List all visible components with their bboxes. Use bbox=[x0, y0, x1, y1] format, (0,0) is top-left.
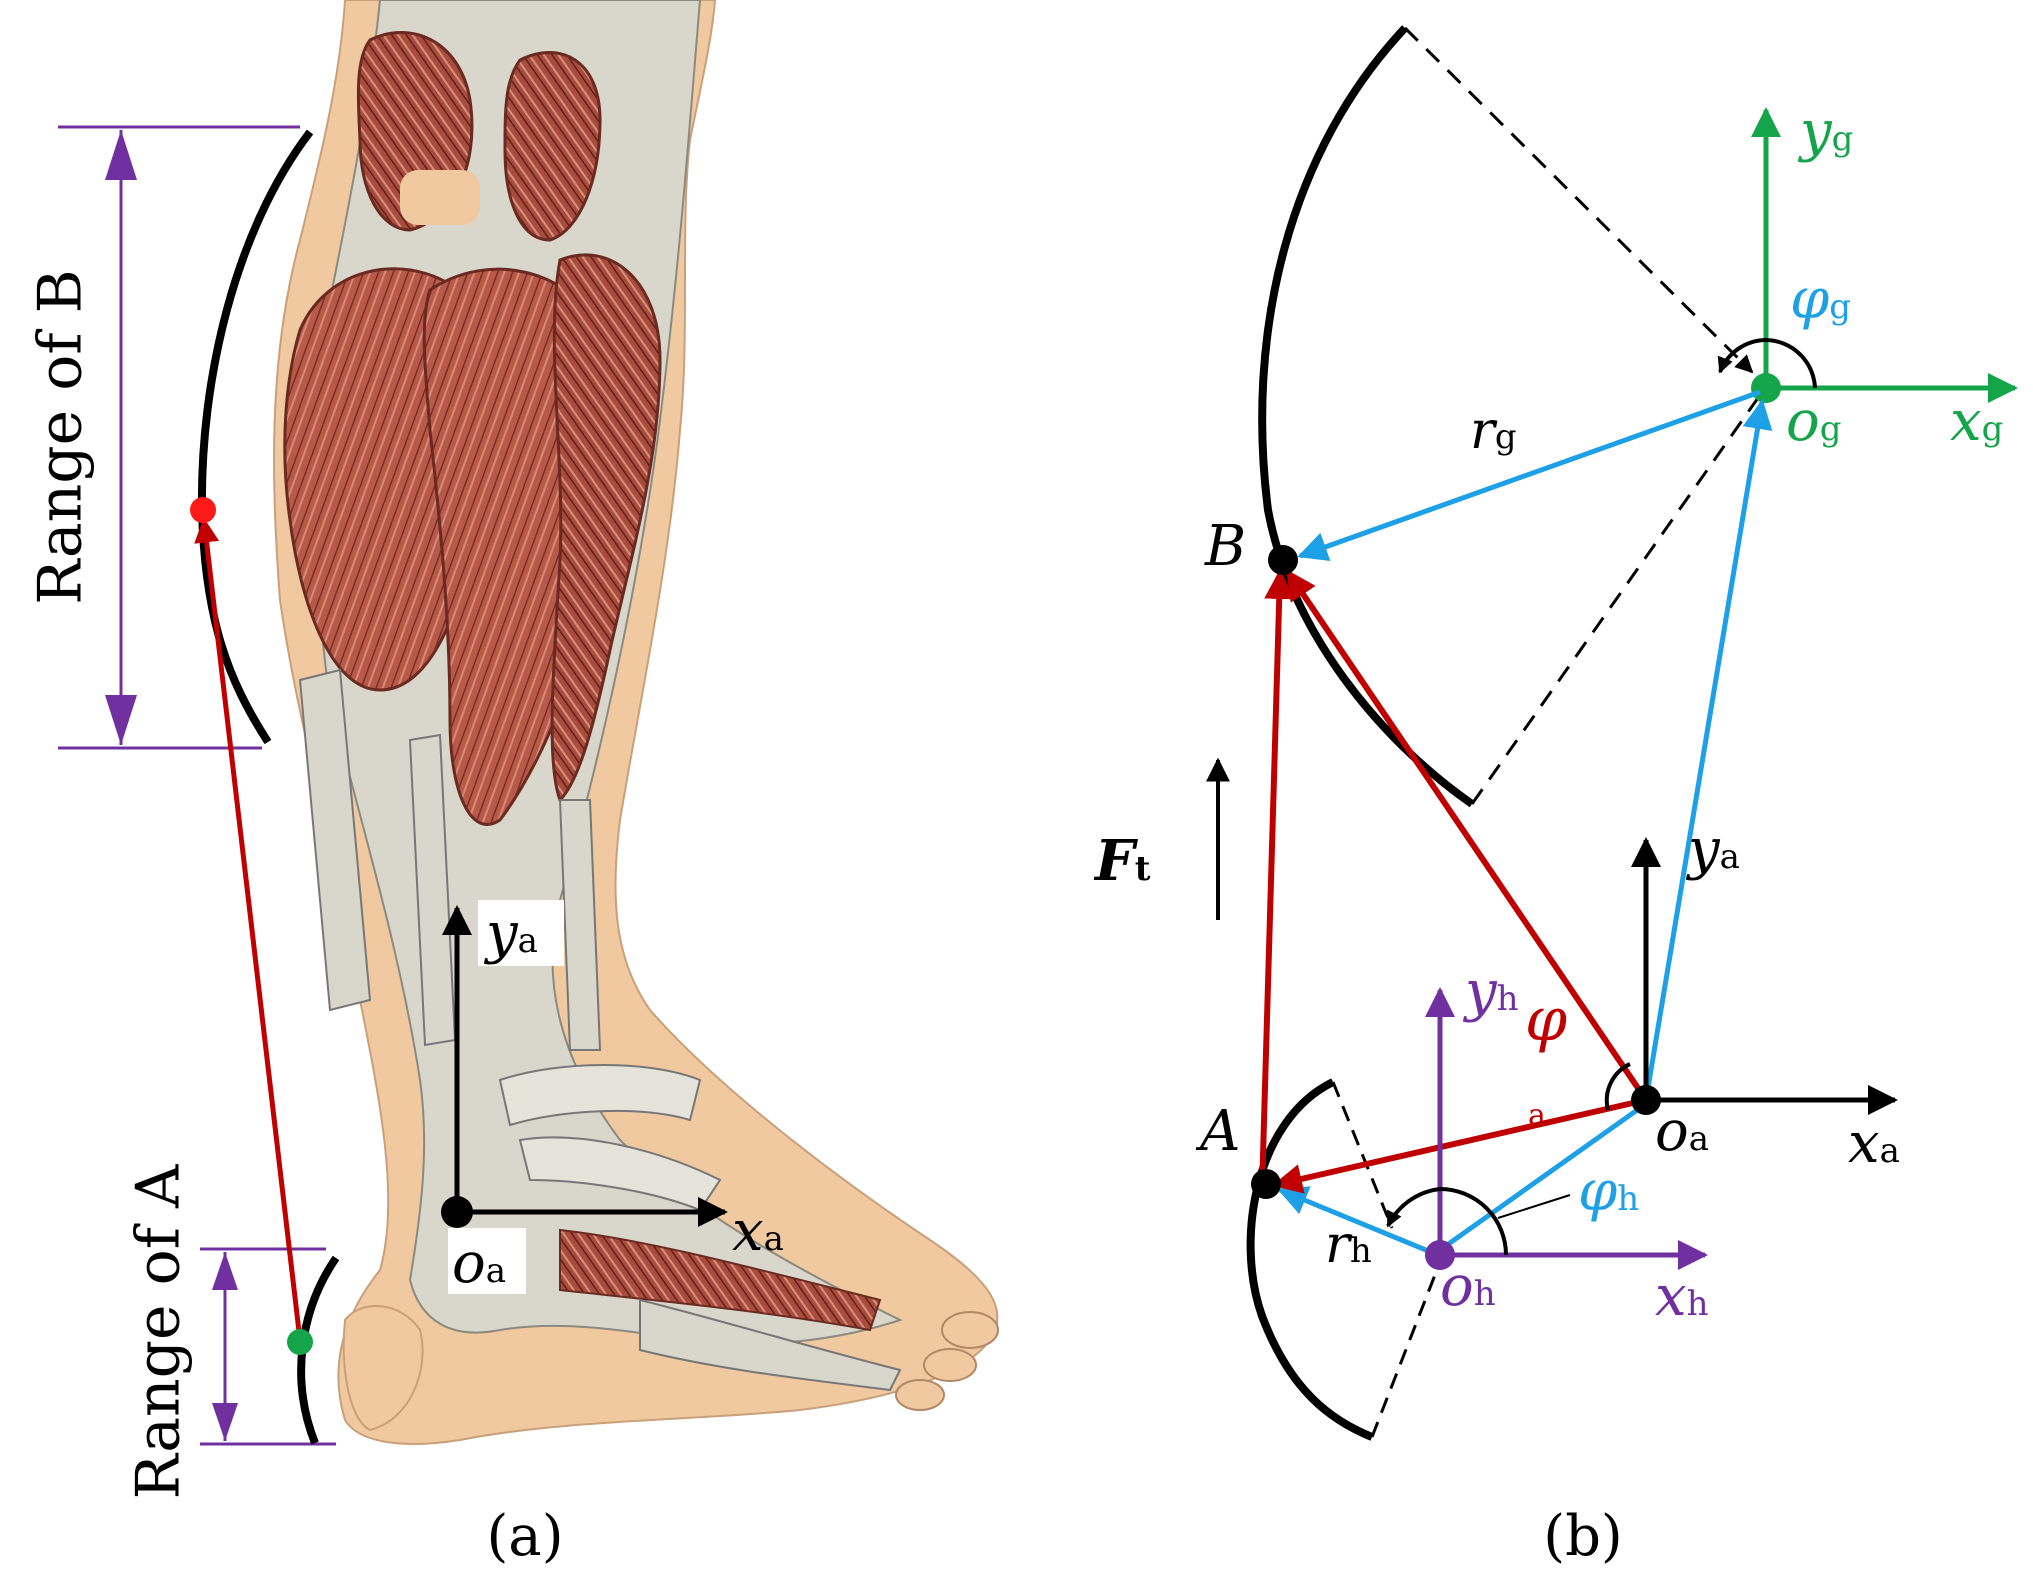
peroneus-muscle bbox=[550, 253, 662, 803]
oa-label-b: oa bbox=[1655, 1099, 1709, 1164]
vector-rg bbox=[1297, 389, 1761, 562]
foot-tendons-2 bbox=[639, 1298, 902, 1392]
tendon-vector-a bbox=[194, 517, 303, 1341]
og-point bbox=[1751, 373, 1781, 403]
xh-label: xh bbox=[1655, 1264, 1709, 1329]
xa-label-b: xa bbox=[1848, 1111, 1900, 1176]
knee-highlight bbox=[400, 170, 480, 225]
phi-label: φ bbox=[1525, 985, 1567, 1055]
point-b-label: B bbox=[1204, 514, 1246, 579]
toe-3 bbox=[895, 1379, 945, 1411]
xg-label: xg bbox=[1950, 389, 2003, 454]
heel bbox=[342, 1305, 424, 1432]
toe-2 bbox=[923, 1348, 977, 1382]
phi-g-label: φg bbox=[1790, 267, 1851, 332]
ya-label-a: ya bbox=[483, 901, 538, 966]
range-b-label: Range of B bbox=[26, 269, 96, 604]
ya-label-bg bbox=[478, 900, 564, 966]
range-a-bracket bbox=[200, 1247, 336, 1446]
range-a-label: Range of A bbox=[124, 1164, 194, 1499]
small-a-label: a bbox=[1528, 1098, 1546, 1133]
vector-oa-to-b bbox=[1285, 569, 1649, 1102]
oa-label-a: oa bbox=[452, 1231, 506, 1296]
vector-rh bbox=[1277, 1186, 1439, 1258]
yg-label: yg bbox=[1797, 99, 1853, 164]
dash-g-bottom bbox=[1470, 387, 1767, 805]
shin-tendon-1 bbox=[298, 668, 372, 1012]
og-label: og bbox=[1786, 389, 1841, 454]
point-a-label: A bbox=[1195, 1099, 1240, 1164]
phi-h-leader bbox=[1497, 1194, 1571, 1219]
rh-label: rh bbox=[1325, 1215, 1372, 1275]
point-b-marker-red bbox=[190, 497, 216, 523]
force-ft-label: Ft bbox=[1093, 828, 1151, 894]
oa-label-bg bbox=[448, 1228, 526, 1294]
phi-h-label: φh bbox=[1578, 1159, 1639, 1224]
ankle-band bbox=[498, 1064, 702, 1127]
range-b-arc bbox=[197, 129, 314, 745]
phi-h-angle-arc bbox=[1386, 1186, 1508, 1256]
oh-point bbox=[1425, 1240, 1455, 1270]
shin-tendon-3 bbox=[558, 799, 602, 1051]
arc-b bbox=[1258, 25, 1475, 808]
upper-muscle-2 bbox=[503, 51, 602, 242]
vector-oa-to-a bbox=[1272, 1097, 1647, 1194]
point-a bbox=[1251, 1169, 1281, 1199]
ankle-band-2 bbox=[518, 1136, 722, 1212]
oa-point-b bbox=[1631, 1085, 1661, 1115]
yh-label: yh bbox=[1462, 959, 1519, 1024]
rg-label: rg bbox=[1470, 401, 1517, 461]
oh-label: oh bbox=[1440, 1254, 1496, 1319]
vector-a-to-b bbox=[1259, 569, 1295, 1191]
vector-oh-oa bbox=[1438, 1105, 1642, 1253]
toe-1 bbox=[941, 1311, 999, 1349]
dash-g-top bbox=[1403, 26, 1754, 374]
vector-oa-og bbox=[1643, 399, 1773, 1101]
foot-tendons bbox=[559, 1228, 882, 1332]
ya-label-b: ya bbox=[1685, 817, 1740, 882]
phi-angle-arc bbox=[1604, 1062, 1631, 1111]
leg-illustration bbox=[273, 0, 999, 1445]
dash-h-bottom bbox=[1370, 1261, 1442, 1438]
range-b-bracket bbox=[58, 125, 300, 750]
phi-g-angle-arc bbox=[1717, 337, 1817, 389]
dash-h-top bbox=[1331, 1081, 1394, 1229]
xa-label-a: xa bbox=[732, 1199, 784, 1264]
caption-b: (b) bbox=[1543, 1504, 1623, 1569]
point-a-marker-green bbox=[287, 1329, 313, 1355]
caption-a: (a) bbox=[486, 1504, 563, 1569]
arc-a bbox=[1246, 1078, 1374, 1441]
origin-oa-dot-a bbox=[441, 1196, 473, 1228]
point-b bbox=[1268, 545, 1298, 575]
